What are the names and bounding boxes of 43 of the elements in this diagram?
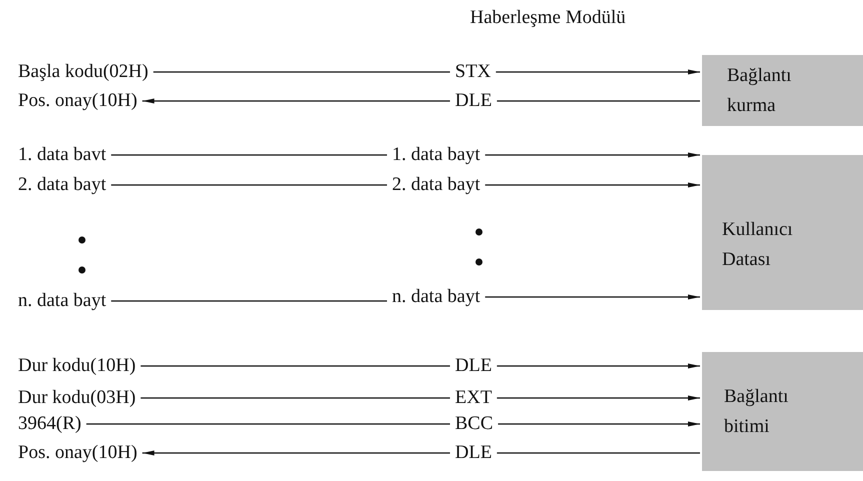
message-name: n. data bayt [18, 290, 106, 312]
phase-block [702, 55, 863, 126]
message-name: 3964(R) [18, 413, 82, 435]
line [111, 154, 387, 156]
line [111, 300, 387, 302]
line [496, 452, 700, 454]
arrow [485, 182, 700, 188]
arrow [498, 422, 700, 426]
arrow [485, 152, 700, 158]
signal-code: DLE [455, 442, 492, 464]
line [111, 184, 387, 186]
signal-code: BCC [455, 413, 494, 435]
signal-code: DLE [455, 355, 492, 377]
phase-label: Bağlantı kurma [727, 64, 792, 118]
arrow [142, 98, 450, 104]
message-name: Pos. onay(10H) [18, 442, 138, 464]
arrow [496, 396, 700, 400]
signal-code: 2. data bayt [392, 174, 480, 196]
arrow [496, 70, 700, 74]
signal-code: n. data bayt [392, 286, 480, 308]
line [140, 397, 450, 399]
message-name: Dur kodu(10H) [18, 355, 136, 377]
phase-label: Kullanıcı Datası [722, 218, 794, 272]
message-name: Dur kodu(03H) [18, 387, 136, 409]
column-heading: Haberleşme Modülü [470, 7, 626, 29]
arrow [485, 294, 700, 300]
signal-code: EXT [455, 387, 492, 409]
line [86, 423, 450, 425]
phase-label: Bağlantı bitimi [724, 385, 790, 439]
line [153, 71, 450, 73]
phase-block [702, 352, 863, 471]
message-name: Başla kodu(02H) [18, 61, 148, 83]
message-name: Pos. onay(10H) [18, 90, 138, 112]
line [496, 100, 700, 102]
arrow [142, 450, 450, 456]
message-name: 2. data bayt [18, 174, 106, 196]
line [140, 365, 450, 367]
signal-code: STX [455, 61, 491, 83]
phase-block [702, 155, 863, 310]
arrow [496, 364, 700, 368]
signal-code: 1. data bayt [392, 144, 480, 166]
message-name: 1. data bavt [18, 144, 106, 166]
signal-code: DLE [455, 90, 492, 112]
